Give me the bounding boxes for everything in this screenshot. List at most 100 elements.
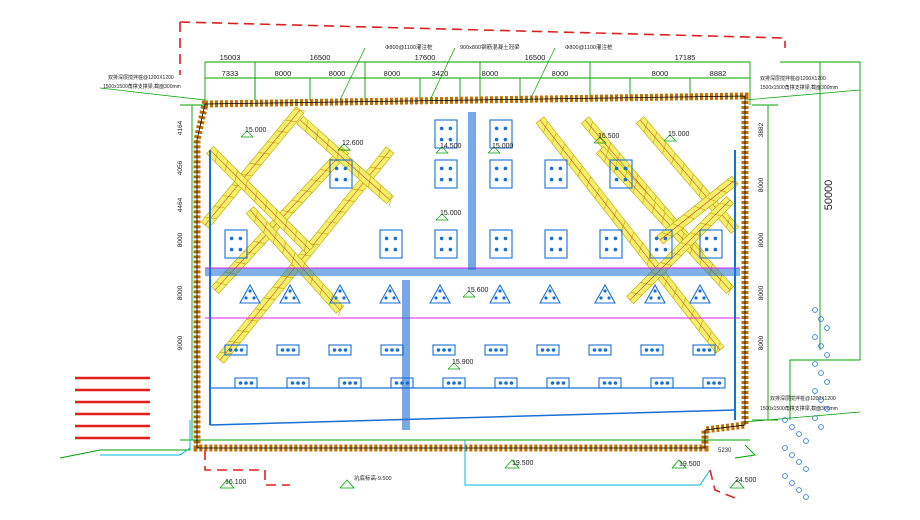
strut-1: [200, 106, 306, 229]
top-dim-lower-2: 8000: [275, 69, 292, 78]
bottom-label-5: 24.500: [735, 477, 757, 484]
elevation-mark: [435, 213, 449, 221]
retaining-wall: [193, 92, 749, 452]
bottom-labels: 16.100 坑底标高-9.500 19.500 19.500 24.500 5…: [219, 448, 757, 489]
pile-cap: [434, 159, 458, 189]
circle-mark: [782, 417, 788, 423]
right-dim-big: 50000: [823, 180, 835, 211]
pile-cap: [640, 344, 664, 356]
pile-cap-tri: [644, 283, 666, 304]
circle-mark: [818, 343, 824, 349]
strut-4: [245, 206, 345, 317]
pile-cap: [434, 229, 458, 259]
pile-cap-tri: [329, 283, 351, 304]
left-dim-3: 4464: [177, 197, 184, 212]
strut-3: [215, 146, 395, 364]
bottom-label-2: 坑底标高-9.500: [354, 474, 392, 482]
pile-cap: [224, 344, 248, 356]
left-dim-5: 8000: [177, 285, 184, 300]
callout-right-top-2: 1500x1500角撑支撑梁,截面300mm: [760, 84, 838, 91]
circle-mark: [818, 316, 824, 322]
pile-cap: [380, 344, 404, 356]
circle-mark: [803, 438, 809, 444]
top-callouts: Φ800@1100灌注桩 900x800钢筋混凝土冠梁 Φ800@1100灌注桩: [339, 43, 613, 101]
elevation-label: 15.000: [668, 131, 690, 138]
left-dim-4: 8000: [177, 232, 184, 247]
callout-top-1: Φ800@1100灌注桩: [385, 43, 433, 51]
circle-mark: [824, 325, 830, 331]
dimension-frame: [59, 61, 861, 459]
circle-mark: [824, 379, 830, 385]
pile-cap: [544, 159, 568, 189]
pile-cap: [432, 344, 456, 356]
circle-mark: [812, 388, 818, 394]
circle-mark: [789, 452, 795, 458]
elevation-mark: [337, 143, 351, 151]
elevation-label: 14.500: [440, 143, 462, 150]
pile-cap: [702, 377, 726, 389]
property-boundary: [179, 21, 786, 499]
bottom-label-1: 16.100: [225, 479, 247, 486]
elevation-label: 12.600: [342, 140, 364, 147]
elevation-label: 16.500: [598, 133, 620, 140]
right-dim-3: 8000: [758, 232, 765, 247]
callout-right-bottom-1: 双排深层搅拌桩@1200X1200: [770, 395, 836, 402]
pile-cap: [489, 229, 513, 259]
callout-right-bottom-2: 1500x1500角撑支撑梁,截面300mm: [760, 405, 838, 412]
right-callouts: 双排深层搅拌桩@1200X1200 1500x1500角撑支撑梁,截面300mm…: [744, 75, 861, 423]
top-dim-lower-3: 8000: [329, 69, 346, 78]
top-dim-upper-1: 15003: [220, 53, 241, 62]
pile-cap: [598, 377, 622, 389]
pile-cap: [588, 344, 612, 356]
top-dim-lower-1: 7333: [222, 69, 239, 78]
pile-cap: [379, 229, 403, 259]
callout-left-1: 双排深层搅拌桩@1200X1200: [108, 74, 174, 81]
pile-cap: [234, 377, 258, 389]
circle-mark: [812, 415, 818, 421]
pile-cap: [442, 377, 466, 389]
pile-cap: [489, 159, 513, 189]
circle-mark: [818, 397, 824, 403]
top-dimensions: 15003 16500 17600 16500 17185 7333 8000 …: [220, 53, 727, 78]
pile-cap: [649, 229, 673, 259]
pile-caps: [224, 119, 726, 389]
callout-right-top-1: 双排深层搅拌桩@1200X1200: [760, 75, 826, 82]
elevation-label: 15.000: [440, 210, 462, 217]
top-dim-lower-7: 8000: [552, 69, 569, 78]
top-dim-lower-5: 3420: [432, 69, 449, 78]
circle-mark: [824, 352, 830, 358]
right-dim-1: 3882: [758, 122, 765, 137]
left-dimensions: 4164 4056 4464 8000 8000 9000: [177, 120, 184, 350]
top-dim-lower-6: 8000: [482, 69, 499, 78]
bottom-label-4: 19.500: [679, 461, 701, 468]
right-dim-2: 8000: [758, 177, 765, 192]
circle-mark: [782, 445, 788, 451]
elevation-mark: [240, 130, 254, 138]
circle-mark: [803, 494, 809, 500]
circle-mark: [812, 307, 818, 313]
pile-cap: [599, 229, 623, 259]
pile-cap-tri: [489, 283, 511, 304]
elevation-mark: [487, 146, 501, 154]
right-dim-5: 8000: [758, 335, 765, 350]
elevation-mark: [462, 290, 476, 298]
circle-mark: [824, 406, 830, 412]
circle-mark: [796, 459, 802, 465]
pile-cap-tri: [594, 283, 616, 304]
left-dim-6: 9000: [177, 335, 184, 350]
pile-cap: [536, 344, 560, 356]
pile-cap: [544, 229, 568, 259]
top-dim-lower-4: 8000: [384, 69, 401, 78]
left-dim-1: 4164: [177, 120, 184, 135]
circle-mark: [818, 424, 824, 430]
top-dim-lower-9: 8882: [710, 69, 727, 78]
right-dimensions: 3882 8000 8000 8000 8000 50000: [758, 122, 835, 350]
pile-cap: [609, 159, 633, 189]
bottom-label-3: 19.500: [512, 460, 534, 467]
circle-mark: [796, 431, 802, 437]
top-dim-upper-5: 17185: [675, 53, 696, 62]
circle-mark: [789, 424, 795, 430]
pile-cap-tri: [279, 283, 301, 304]
